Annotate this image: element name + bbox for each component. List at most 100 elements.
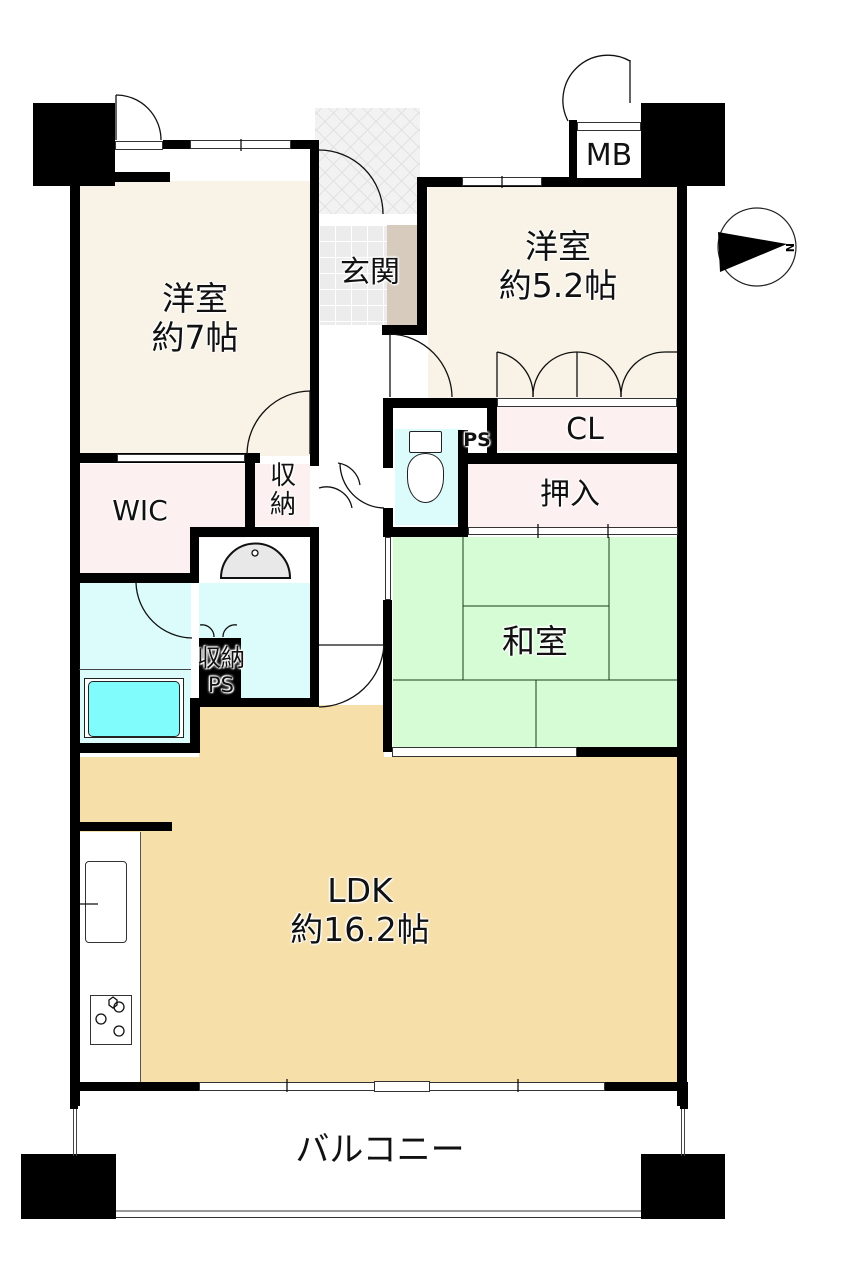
window-cl-top [497, 398, 677, 407]
room-name: 玄関 [340, 255, 400, 290]
balcony-floor [72, 1090, 688, 1212]
oshiire-floor [468, 464, 677, 527]
column-bottom-left-2 [33, 1154, 116, 1219]
door-swing-room1 [246, 390, 311, 455]
room-name: バルコニー [295, 1130, 465, 1170]
wall-wic-bottom [70, 573, 199, 583]
wall-mb-left [569, 120, 577, 182]
bath-divider-line [79, 669, 191, 670]
room-label-ldk: LDK 約16.2帖 [260, 871, 460, 950]
room-label-toilet-ps: PS [455, 429, 499, 451]
room-label-wic: WIC [90, 494, 190, 527]
wall-toilet-bottom [383, 527, 468, 537]
room-name: 収納 [197, 644, 245, 672]
wall-wash-bottom [199, 698, 319, 707]
room-name: PS [463, 429, 491, 451]
burner [108, 996, 118, 1009]
washbasin [219, 542, 292, 579]
window-mini-closet [115, 141, 163, 150]
room-label-closet: CL [530, 412, 640, 447]
wall-toilet-top [383, 398, 495, 408]
room-name: WIC [112, 494, 168, 527]
window-ldk-center [374, 1081, 430, 1092]
door-swing-room2 [389, 333, 453, 398]
column-top-left [33, 103, 115, 186]
entrance-step [387, 225, 417, 325]
wall-room1-right [310, 140, 319, 466]
wall-bath-bottom [70, 743, 200, 753]
closet-floor [497, 407, 677, 451]
room-label-mb: MB [577, 134, 641, 178]
room-label-storage-ps: 収納 PS [183, 644, 259, 697]
wall-vanity-left [190, 527, 199, 582]
room-label-japanese: 和室 [480, 622, 590, 662]
room-name: 洋室 [525, 227, 591, 266]
room-name: LDK [327, 871, 393, 910]
window-mb [577, 122, 641, 131]
bathtub-basin [88, 681, 180, 737]
room-label-western-1: 洋室 約7帖 [130, 279, 260, 358]
washitsu-left-sash [385, 537, 391, 600]
room-name: 洋室 [162, 279, 228, 318]
room-label-storage-hall: 収 納 [258, 462, 308, 519]
toilet-bowl [407, 453, 444, 503]
column-top-right [641, 103, 725, 186]
porch-tiles [315, 108, 420, 214]
door-cl-3 [576, 351, 622, 398]
room-sub: PS [208, 672, 234, 697]
wall-entrance-bottom [382, 325, 427, 335]
wall-left-outer [70, 186, 80, 1106]
room-name: CL [566, 412, 604, 447]
room-label-oshiire: 押入 [510, 477, 630, 512]
ldk-floor [79, 757, 678, 1082]
stove [90, 995, 132, 1045]
room-label-balcony: バルコニー [270, 1130, 490, 1170]
compass-icon: N [717, 207, 797, 287]
sliding-door-wic [117, 454, 245, 462]
wall-entrance-right [417, 177, 427, 334]
door-storage-hall-1 [337, 462, 361, 486]
room-size: 約16.2帖 [290, 909, 430, 949]
wall-ps-toilet [487, 398, 497, 453]
wall-kitchen-stub [70, 822, 172, 831]
door-swing-ldk [318, 644, 385, 708]
ldk-upper-left [199, 705, 384, 765]
room-size: 約5.2帖 [498, 265, 618, 305]
wall-washitsu-bottom-right [577, 747, 687, 757]
door-swing-mb [562, 54, 631, 122]
room-label-western-2: 洋室 約5.2帖 [478, 227, 638, 306]
storage-hall-floor [255, 464, 310, 526]
entrance-floor [319, 225, 387, 325]
hallway-floor [318, 334, 384, 754]
sliding-door-washitsu [392, 747, 577, 757]
door-cl-2 [532, 351, 578, 398]
balcony-rail-bottom [116, 1210, 641, 1218]
room-size: 約7帖 [151, 317, 239, 357]
wall-bath-right [190, 698, 200, 753]
balcony-rail-left [73, 1109, 77, 1156]
wall-toilet-right [458, 430, 468, 537]
wall-mini-closet [115, 172, 170, 182]
room-name-top: 収 [269, 461, 296, 491]
wall-storage-bottom [190, 527, 318, 537]
door-swing-bathroom [135, 582, 193, 639]
wall-ps-block [199, 638, 241, 706]
wall-washitsu-left [383, 600, 392, 752]
room-name: MB [585, 138, 633, 173]
room-name: 和室 [502, 622, 568, 661]
wall-wash-right [310, 527, 319, 707]
western-room-1-window-strip [170, 148, 310, 181]
door-cl-1 [496, 351, 534, 398]
door-swing-toilet [339, 462, 385, 509]
door-cl-4 [620, 351, 666, 398]
svg-text:N: N [783, 243, 796, 252]
western-room-2-floor [428, 186, 677, 400]
toilet-tank [409, 431, 442, 453]
door-swing-mini-closet [115, 94, 162, 141]
sink-cabinet [85, 861, 127, 943]
column-bottom-right [641, 1154, 725, 1219]
balcony-rail-right [681, 1109, 685, 1156]
door-swing-entrance [318, 149, 384, 215]
wall-right-outer [677, 186, 687, 1106]
